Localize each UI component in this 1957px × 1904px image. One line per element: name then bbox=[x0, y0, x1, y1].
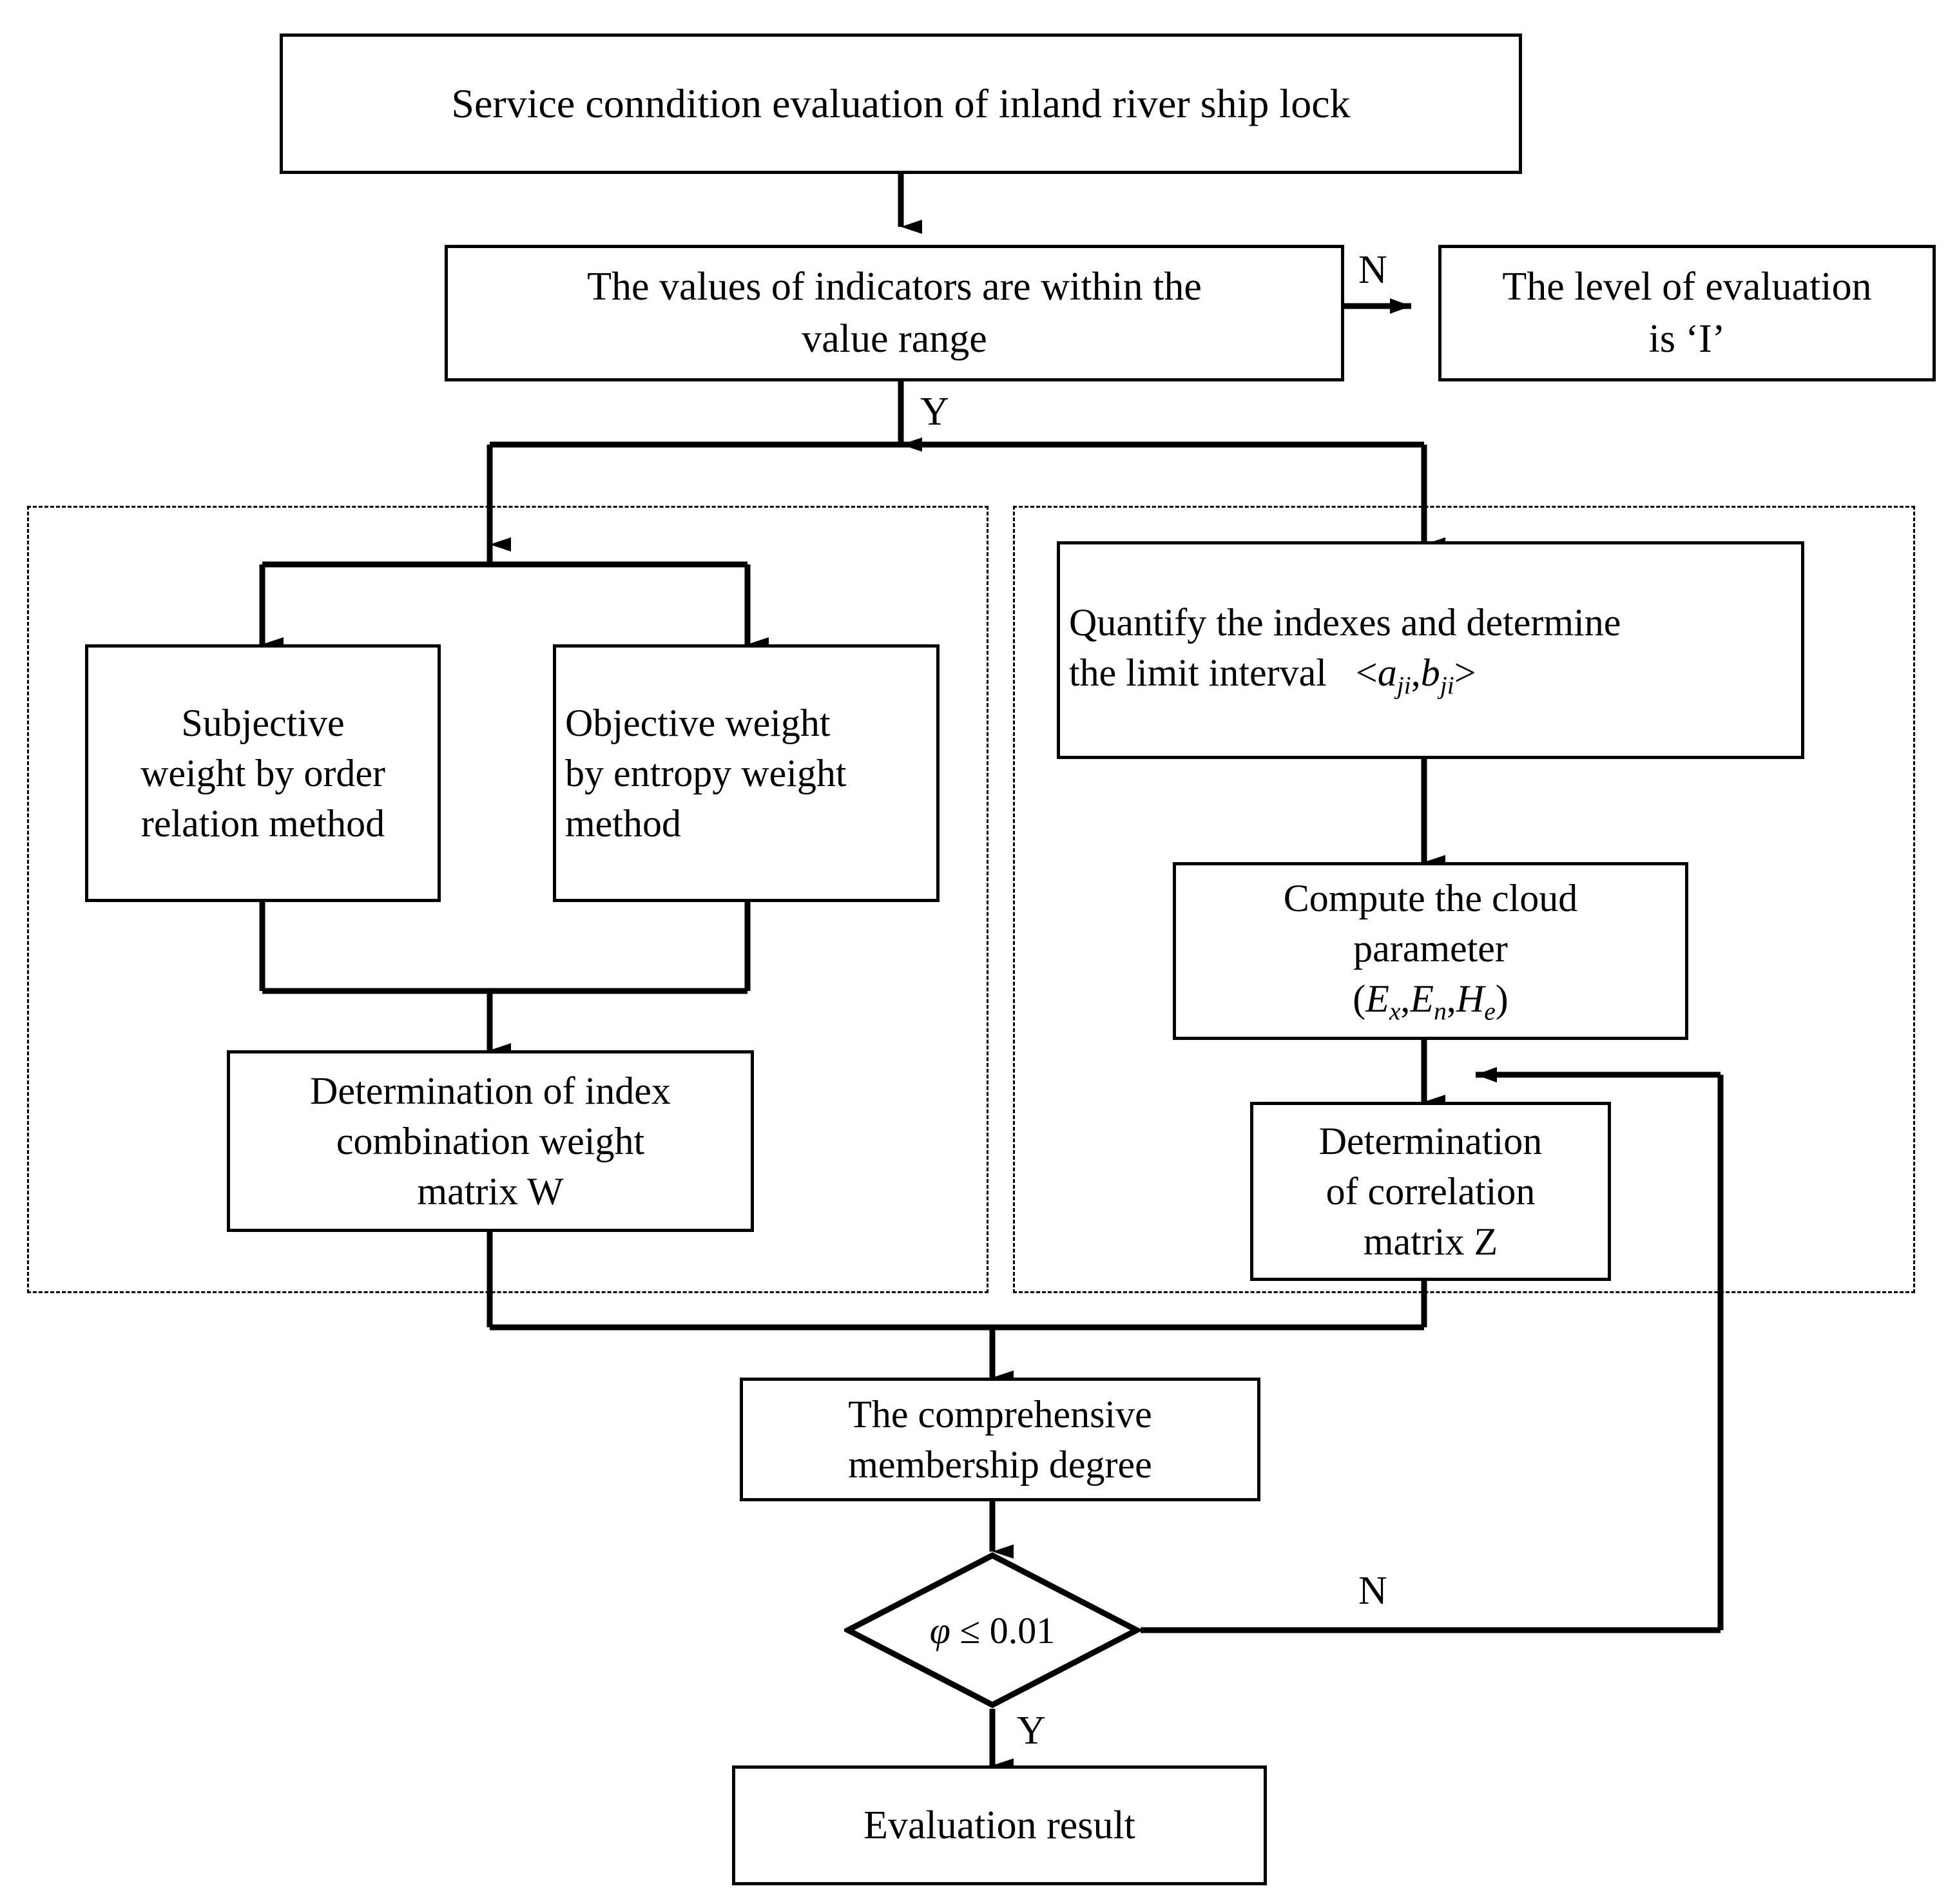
edge-label-phi-no: N bbox=[1358, 1569, 1387, 1613]
node-combination-weight-line2: combination weight bbox=[336, 1120, 645, 1162]
node-membership-degree[interactable]: The comprehensive membership degree bbox=[740, 1378, 1260, 1501]
node-quantify-line2: the limit interval bbox=[1069, 651, 1327, 695]
node-correlation-matrix-line2: of correlation bbox=[1326, 1170, 1536, 1213]
node-evaluation-result-label: Evaluation result bbox=[863, 1803, 1135, 1847]
decision-diamond-shape bbox=[844, 1552, 1141, 1709]
cloud-model-group bbox=[1013, 506, 1915, 1293]
node-objective-weight-line3: method bbox=[565, 802, 681, 845]
node-cloud-parameter-line1: Compute the cloud bbox=[1283, 877, 1578, 920]
node-quantify-line1: Quantify the indexes and determine bbox=[1069, 601, 1621, 644]
node-combination-weight-line3: matrix W bbox=[417, 1170, 564, 1213]
decision-phi-label: φ ≤ 0.01 bbox=[929, 1609, 1056, 1651]
edge-label-range-no: N bbox=[1358, 248, 1387, 292]
node-correlation-matrix-line3: matrix Z bbox=[1363, 1220, 1498, 1263]
node-cloud-parameter[interactable]: Compute the cloud parameter (Ex,En,He) bbox=[1173, 862, 1688, 1040]
node-level-one[interactable]: The level of evaluation is ‘І’ bbox=[1438, 245, 1936, 381]
node-combination-weight-line1: Determination of index bbox=[310, 1070, 671, 1112]
node-objective-weight[interactable]: Objective weight by entropy weight metho… bbox=[553, 644, 940, 902]
node-quantify-indexes[interactable]: Quantify the indexes and determine the l… bbox=[1057, 541, 1804, 759]
node-subjective-weight-line1: Subjective bbox=[181, 702, 345, 744]
node-value-range-line2: value range bbox=[802, 317, 987, 361]
node-cloud-parameter-line2: parameter bbox=[1353, 927, 1508, 970]
node-start[interactable]: Service conndition evaluation of inland … bbox=[280, 34, 1522, 174]
node-correlation-matrix[interactable]: Determination of correlation matrix Z bbox=[1250, 1102, 1611, 1281]
node-objective-weight-line2: by entropy weight bbox=[565, 752, 847, 794]
edge-label-phi-yes: Y bbox=[1017, 1709, 1046, 1753]
node-value-range-line1: The values of indicators are within the bbox=[587, 265, 1202, 309]
node-membership-degree-line1: The comprehensive bbox=[848, 1393, 1152, 1436]
node-value-range-condition[interactable]: The values of indicators are within the … bbox=[445, 245, 1344, 381]
limit-interval-math: <aji,bji> bbox=[1355, 651, 1476, 700]
node-subjective-weight-line2: weight by order bbox=[140, 752, 385, 794]
node-membership-degree-line2: membership degree bbox=[848, 1443, 1152, 1486]
node-objective-weight-line1: Objective weight bbox=[565, 702, 831, 744]
node-level-one-line1: The level of evaluation bbox=[1502, 265, 1872, 309]
node-evaluation-result[interactable]: Evaluation result bbox=[732, 1765, 1267, 1885]
node-subjective-weight[interactable]: Subjective weight by order relation meth… bbox=[85, 644, 441, 902]
node-subjective-weight-line3: relation method bbox=[140, 802, 385, 845]
node-start-label: Service conndition evaluation of inland … bbox=[451, 81, 1351, 127]
edge-label-range-yes: Y bbox=[920, 390, 949, 434]
node-level-one-line2: is ‘І’ bbox=[1648, 317, 1726, 361]
node-combination-weight-matrix[interactable]: Determination of index combination weigh… bbox=[227, 1050, 754, 1232]
node-correlation-matrix-line1: Determination bbox=[1318, 1120, 1543, 1162]
node-decision-phi[interactable]: φ ≤ 0.01 bbox=[844, 1552, 1141, 1709]
cloud-parameter-math: (Ex,En,He) bbox=[1353, 977, 1509, 1026]
weight-method-group bbox=[27, 506, 988, 1293]
